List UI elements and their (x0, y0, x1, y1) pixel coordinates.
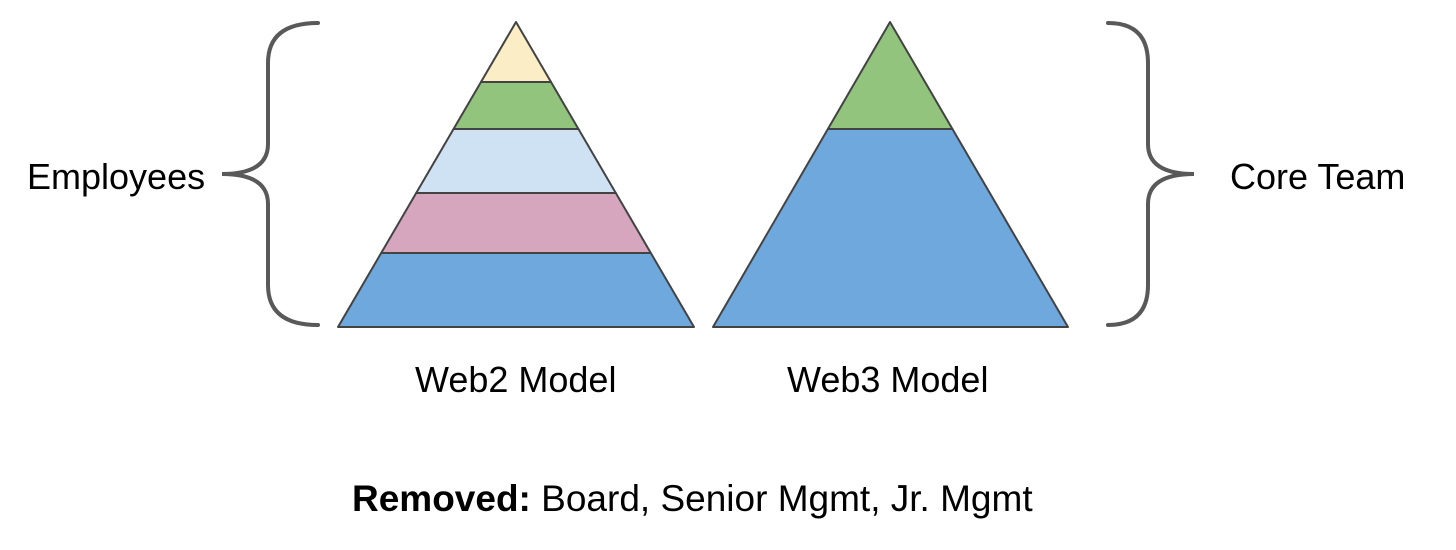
web3-pyramid-layer-1 (826, 21, 954, 130)
left-brace (221, 21, 320, 327)
employees-label: Employees (27, 156, 206, 197)
web3-pyramid-layer-2 (712, 128, 1069, 328)
web2-pyramid-layer-2 (452, 81, 580, 130)
web3-model-label: Web3 Model (787, 359, 989, 400)
removed-caption-heading: Removed: (352, 478, 531, 519)
web2-pyramid-layer-1 (479, 21, 553, 83)
right-brace (1106, 21, 1195, 327)
web2-pyramid-layer-3 (415, 128, 617, 194)
removed-caption-items: Board, Senior Mgmt, Jr. Mgmt (530, 478, 1033, 519)
web2-pyramid-layer-5 (337, 252, 695, 328)
web3-pyramid (712, 21, 1069, 328)
web2-model-label: Web2 Model (415, 359, 617, 400)
web2-pyramid (337, 21, 695, 328)
removed-caption: Removed: Board, Senior Mgmt, Jr. Mgmt (352, 477, 1033, 521)
web2-pyramid-layer-4 (380, 192, 652, 254)
core-team-label: Core Team (1230, 156, 1406, 197)
